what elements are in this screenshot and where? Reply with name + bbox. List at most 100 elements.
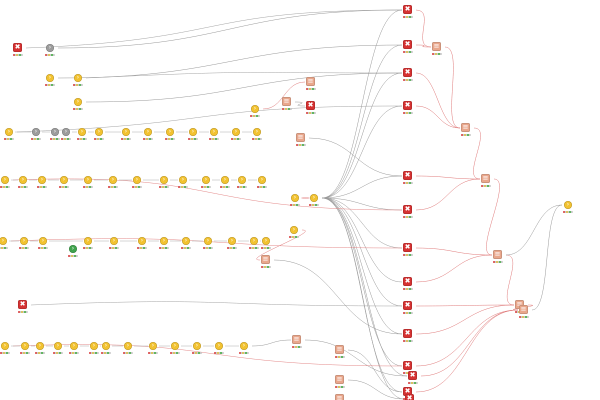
- node-body[interactable]: ≡: [493, 250, 502, 259]
- workflow-node-n32[interactable]: ›: [177, 174, 189, 196]
- node-body[interactable]: ›: [251, 105, 259, 113]
- workflow-node-n8[interactable]: ›: [49, 126, 61, 148]
- node-body[interactable]: ≡: [515, 300, 524, 309]
- workflow-node-n25[interactable]: ›: [17, 174, 29, 196]
- node-body[interactable]: ›: [78, 128, 86, 136]
- node-body[interactable]: ≡: [306, 77, 315, 86]
- node-body[interactable]: ›: [36, 342, 44, 350]
- workflow-node-n11[interactable]: ›: [93, 126, 105, 148]
- node-body[interactable]: ✖: [403, 5, 412, 14]
- connection-j2-j3[interactable]: [473, 127, 481, 180]
- connection-r7-j4[interactable]: [415, 247, 493, 256]
- workflow-node-n37[interactable]: ›: [0, 235, 9, 257]
- workflow-node-n58[interactable]: ›: [52, 340, 64, 362]
- workflow-node-r14[interactable]: ✖: [404, 393, 416, 400]
- connection-n69-r13[interactable]: [347, 349, 403, 393]
- node-body[interactable]: ›: [310, 194, 318, 202]
- workflow-node-r6[interactable]: ✖: [402, 204, 414, 226]
- node-body[interactable]: ›: [32, 128, 40, 136]
- workflow-node-n27[interactable]: ›: [58, 174, 70, 196]
- node-body[interactable]: ›: [171, 342, 179, 350]
- workflow-node-n51[interactable]: ›: [260, 235, 272, 257]
- workflow-node-r4[interactable]: ✖: [402, 100, 414, 122]
- connection-n41-r5[interactable]: [321, 175, 403, 199]
- node-body[interactable]: ›: [149, 342, 157, 350]
- node-body[interactable]: ✖: [405, 394, 414, 400]
- node-body[interactable]: ›: [179, 176, 187, 184]
- connection-n68-r12[interactable]: [304, 339, 408, 377]
- node-body[interactable]: ✖: [403, 243, 412, 252]
- workflow-node-n43[interactable]: ›: [108, 235, 120, 257]
- workflow-node-n31[interactable]: ›: [158, 174, 170, 196]
- workflow-node-n57[interactable]: ›: [34, 340, 46, 362]
- workflow-node-n30[interactable]: ›: [131, 174, 143, 196]
- node-body[interactable]: ›: [60, 176, 68, 184]
- node-body[interactable]: ≡: [261, 255, 270, 264]
- node-body[interactable]: ›: [238, 176, 246, 184]
- connection-r10-j5[interactable]: [415, 304, 515, 335]
- connection-n21-n22[interactable]: [294, 101, 306, 107]
- node-body[interactable]: ›: [70, 342, 78, 350]
- workflow-node-n67[interactable]: ›: [238, 340, 250, 362]
- node-body[interactable]: ›: [62, 128, 70, 136]
- workflow-node-n23[interactable]: ≡: [295, 132, 307, 154]
- node-body[interactable]: ✖: [403, 361, 412, 370]
- workflow-node-n14[interactable]: ›: [164, 126, 176, 148]
- workflow-node-r3[interactable]: ✖: [402, 67, 414, 89]
- node-body[interactable]: ›: [21, 342, 29, 350]
- node-body[interactable]: ›: [19, 176, 27, 184]
- workflow-node-n38[interactable]: ›: [18, 235, 30, 257]
- node-body[interactable]: ›: [133, 176, 141, 184]
- connection-j1-j2[interactable]: [444, 46, 461, 129]
- workflow-node-n53[interactable]: ≡: [260, 254, 272, 276]
- workflow-node-n29[interactable]: ›: [107, 174, 119, 196]
- connection-n41-r1[interactable]: [321, 9, 403, 199]
- workflow-node-r7[interactable]: ✖: [402, 242, 414, 264]
- node-body[interactable]: ≡: [481, 174, 490, 183]
- workflow-node-n16[interactable]: ›: [208, 126, 220, 148]
- workflow-node-n40[interactable]: ›: [289, 192, 301, 214]
- connection-n53-r10[interactable]: [273, 259, 403, 335]
- node-body[interactable]: ›: [110, 237, 118, 245]
- node-body[interactable]: ✖: [408, 371, 417, 380]
- workflow-node-n34[interactable]: ›: [219, 174, 231, 196]
- connection-n41-r2[interactable]: [321, 44, 403, 199]
- workflow-node-n63[interactable]: ›: [147, 340, 159, 362]
- node-body[interactable]: ✖: [306, 101, 315, 110]
- connection-j4-out[interactable]: [505, 204, 563, 256]
- node-body[interactable]: ›: [204, 237, 212, 245]
- connection-r5-j3[interactable]: [415, 175, 481, 180]
- connection-n4-r3[interactable]: [85, 72, 403, 79]
- workflow-node-j2[interactable]: ≡: [460, 122, 472, 144]
- node-body[interactable]: ›: [122, 128, 130, 136]
- workflow-node-n24[interactable]: ›: [0, 174, 11, 196]
- connection-r13-j6[interactable]: [415, 309, 519, 393]
- node-body[interactable]: ›: [84, 176, 92, 184]
- workflow-node-out[interactable]: ›: [562, 199, 574, 221]
- node-body[interactable]: ›: [160, 176, 168, 184]
- workflow-node-n20[interactable]: ≡: [305, 76, 317, 98]
- connection-n41-r6[interactable]: [321, 197, 403, 211]
- node-body[interactable]: ›: [182, 237, 190, 245]
- node-body[interactable]: ✖: [403, 101, 412, 110]
- node-body[interactable]: ≡: [519, 305, 528, 314]
- node-body[interactable]: ≡: [335, 345, 344, 354]
- connection-n41-r14[interactable]: [321, 197, 405, 400]
- workflow-node-n61[interactable]: ›: [100, 340, 112, 362]
- workflow-node-n59[interactable]: ›: [68, 340, 80, 362]
- node-body[interactable]: ≡: [461, 123, 470, 132]
- workflow-node-n33[interactable]: ›: [200, 174, 212, 196]
- workflow-node-n65[interactable]: ›: [191, 340, 203, 362]
- workflow-node-n48[interactable]: ›: [202, 235, 214, 257]
- workflow-node-n44[interactable]: ›: [136, 235, 148, 257]
- connection-r2-j1[interactable]: [415, 44, 432, 48]
- node-body[interactable]: ›: [69, 245, 77, 253]
- workflow-node-n68[interactable]: ≡: [291, 334, 303, 356]
- connection-r4-j2[interactable]: [415, 105, 461, 129]
- connection-n41-r8[interactable]: [321, 197, 403, 283]
- node-body[interactable]: ›: [74, 98, 82, 106]
- connection-n41-r11[interactable]: [321, 197, 403, 367]
- workflow-node-r1[interactable]: ✖: [402, 4, 414, 26]
- node-body[interactable]: ✖: [403, 205, 412, 214]
- connection-n19-n20[interactable]: [262, 81, 306, 110]
